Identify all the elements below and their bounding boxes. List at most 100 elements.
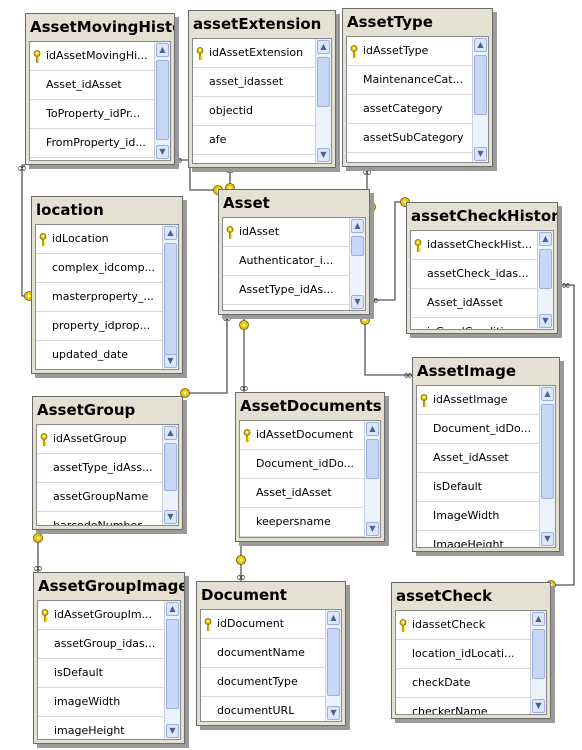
column-row[interactable]: maintenanceDeri... bbox=[347, 153, 472, 162]
scroll-down-icon[interactable]: ▼ bbox=[539, 314, 552, 328]
scroll-up-icon[interactable]: ▲ bbox=[541, 387, 554, 401]
vertical-scrollbar[interactable]: ▲ ▼ bbox=[364, 421, 380, 537]
column-row[interactable]: property_idprop... bbox=[36, 312, 162, 341]
column-row[interactable]: documentURL bbox=[201, 697, 325, 721]
scroll-up-icon[interactable]: ▲ bbox=[317, 40, 330, 54]
scroll-up-icon[interactable]: ▲ bbox=[327, 611, 340, 625]
scroll-up-icon[interactable]: ▲ bbox=[164, 226, 177, 240]
scroll-thumb[interactable] bbox=[351, 236, 364, 256]
column-row[interactable]: masterproperty_... bbox=[36, 283, 162, 312]
column-row[interactable]: checkDate bbox=[396, 669, 530, 698]
column-row[interactable]: documentName bbox=[201, 639, 325, 668]
column-row[interactable]: keepersname bbox=[240, 508, 364, 537]
scroll-down-icon[interactable]: ▼ bbox=[166, 724, 179, 738]
vertical-scrollbar[interactable]: ▲ ▼ bbox=[325, 610, 341, 721]
relationship-line-assetCheckHistory-Asset[interactable] bbox=[370, 201, 406, 301]
scroll-thumb[interactable] bbox=[532, 629, 545, 679]
column-row[interactable]: documentType bbox=[201, 668, 325, 697]
column-row[interactable]: Document_idDo... bbox=[417, 415, 539, 444]
scroll-thumb[interactable] bbox=[539, 249, 552, 289]
column-row[interactable]: assetCheck_idas... bbox=[411, 260, 537, 289]
vertical-scrollbar[interactable]: ▲ ▼ bbox=[164, 601, 180, 739]
vertical-scrollbar[interactable]: ▲ ▼ bbox=[162, 225, 178, 369]
vertical-scrollbar[interactable]: ▲ ▼ bbox=[539, 386, 555, 547]
primary-key-column[interactable]: idAssetGroupIm... bbox=[38, 601, 164, 630]
scroll-thumb[interactable] bbox=[164, 243, 177, 355]
column-row[interactable]: MaintenanceCat... bbox=[347, 66, 472, 95]
column-row[interactable]: Asset_idAsset bbox=[30, 71, 154, 100]
column-row[interactable]: assetSubCategory bbox=[347, 124, 472, 153]
column-row[interactable]: imageHeight bbox=[38, 717, 164, 739]
column-row[interactable]: imageWidth bbox=[38, 688, 164, 717]
scroll-down-icon[interactable]: ▼ bbox=[541, 532, 554, 546]
primary-key-column[interactable]: idAssetDocument bbox=[240, 421, 364, 450]
column-row[interactable]: assetGroup_idas... bbox=[38, 630, 164, 659]
scroll-up-icon[interactable]: ▲ bbox=[366, 422, 379, 436]
column-row[interactable]: Document_idDo... bbox=[240, 450, 364, 479]
column-row[interactable]: barcodeNumber bbox=[37, 512, 162, 525]
scroll-down-icon[interactable]: ▼ bbox=[156, 145, 169, 159]
column-row[interactable]: assetType_idAss... bbox=[37, 454, 162, 483]
vertical-scrollbar[interactable]: ▲ ▼ bbox=[315, 39, 331, 163]
scroll-down-icon[interactable]: ▼ bbox=[317, 148, 330, 162]
relationship-line-location-AssetMovingHistory[interactable] bbox=[21, 164, 31, 297]
scroll-down-icon[interactable]: ▼ bbox=[474, 147, 487, 161]
scroll-thumb[interactable] bbox=[166, 619, 179, 709]
scroll-thumb[interactable] bbox=[327, 628, 340, 696]
column-row[interactable]: objectid bbox=[193, 97, 315, 126]
vertical-scrollbar[interactable]: ▲ ▼ bbox=[472, 37, 488, 162]
column-row[interactable]: asset_idasset bbox=[193, 68, 315, 97]
scroll-up-icon[interactable]: ▲ bbox=[351, 219, 364, 233]
column-row[interactable]: isGoodCondition bbox=[411, 318, 537, 329]
scroll-thumb[interactable] bbox=[164, 443, 177, 491]
primary-key-column[interactable]: idLocation bbox=[36, 225, 162, 254]
vertical-scrollbar[interactable]: ▲ ▼ bbox=[537, 231, 553, 329]
primary-key-column[interactable]: idDocument bbox=[201, 610, 325, 639]
scroll-up-icon[interactable]: ▲ bbox=[166, 602, 179, 616]
relationship-line-AssetGroup-Asset[interactable] bbox=[183, 315, 228, 394]
table-AssetMovingHistory[interactable]: AssetMovingHistor idAssetMovingHi...Asse… bbox=[25, 13, 175, 165]
column-row[interactable]: Asset_idAsset bbox=[240, 479, 364, 508]
scroll-thumb[interactable] bbox=[474, 55, 487, 115]
column-row[interactable]: location_idLocati... bbox=[396, 640, 530, 669]
primary-key-column[interactable]: idAsset bbox=[223, 218, 349, 247]
scroll-down-icon[interactable]: ▼ bbox=[366, 522, 379, 536]
column-row[interactable]: assetGroupName bbox=[37, 483, 162, 512]
primary-key-column[interactable]: idAssetMovingHi... bbox=[30, 42, 154, 71]
column-row[interactable]: AssetType_idAs... bbox=[223, 276, 349, 305]
primary-key-column[interactable]: idAssetExtension bbox=[193, 39, 315, 68]
primary-key-column[interactable]: idAssetImage bbox=[417, 386, 539, 415]
column-row[interactable]: FromProperty_id... bbox=[30, 129, 154, 158]
scroll-down-icon[interactable]: ▼ bbox=[351, 295, 364, 309]
vertical-scrollbar[interactable]: ▲ ▼ bbox=[530, 611, 546, 714]
scroll-thumb[interactable] bbox=[541, 404, 554, 499]
column-row[interactable]: isDefault bbox=[38, 659, 164, 688]
column-row[interactable]: ... bbox=[193, 155, 315, 163]
scroll-up-icon[interactable]: ▲ bbox=[539, 232, 552, 246]
column-row[interactable]: assetCategory bbox=[347, 95, 472, 124]
column-row[interactable]: ImageHeight bbox=[417, 531, 539, 547]
scroll-down-icon[interactable]: ▼ bbox=[532, 699, 545, 713]
column-row[interactable]: Authenticator_i... bbox=[223, 247, 349, 276]
relationship-line-AssetImage-Asset[interactable] bbox=[364, 315, 412, 376]
scroll-up-icon[interactable]: ▲ bbox=[164, 426, 177, 440]
column-row[interactable]: checkerName bbox=[396, 698, 530, 714]
vertical-scrollbar[interactable]: ▲ ▼ bbox=[162, 425, 178, 525]
scroll-thumb[interactable] bbox=[317, 57, 330, 107]
column-row[interactable]: Asset_idAsset bbox=[417, 444, 539, 473]
column-row[interactable]: ImageWidth bbox=[417, 502, 539, 531]
vertical-scrollbar[interactable]: ▲ ▼ bbox=[349, 218, 365, 310]
primary-key-column[interactable]: idassetCheck bbox=[396, 611, 530, 640]
scroll-thumb[interactable] bbox=[156, 60, 169, 140]
column-row[interactable]: Asset_idAsset bbox=[411, 289, 537, 318]
scroll-down-icon[interactable]: ▼ bbox=[164, 510, 177, 524]
